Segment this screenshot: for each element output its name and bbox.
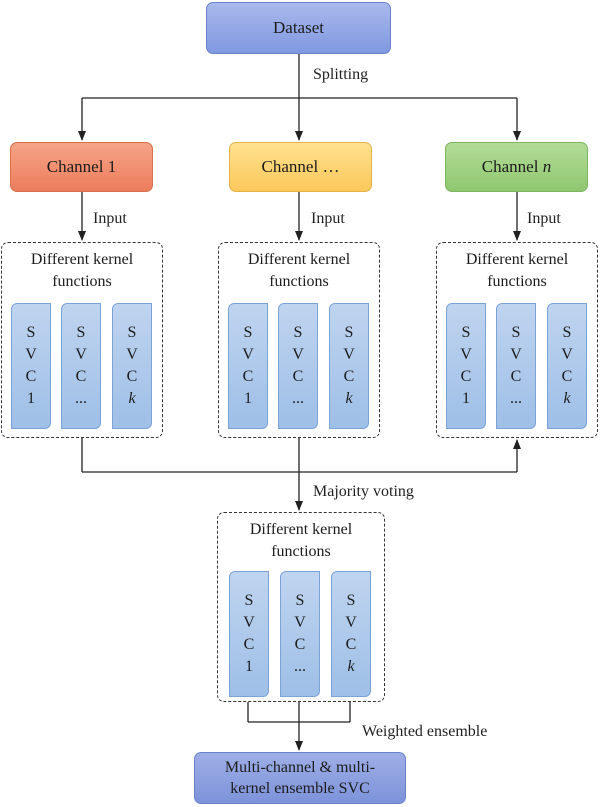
majority-voting-label: Majority voting <box>313 483 414 500</box>
channel-1-node: Channel 1 <box>10 142 153 192</box>
ensemble-svc-node: Multi-channel & multi-kernel ensemble SV… <box>194 752 406 804</box>
input-label-2: Input <box>311 210 345 227</box>
channel-middle-node: Channel … <box>229 142 372 192</box>
ensemble-svc-label: Multi-channel & multi-kernel ensemble SV… <box>224 759 376 797</box>
input-label-1: Input <box>93 210 127 227</box>
dataset-node: Dataset <box>206 2 391 54</box>
channel-n-node: Channel n <box>445 142 588 192</box>
channel-n-label: Channel n <box>481 157 552 176</box>
channel-1-label: Channel 1 <box>46 157 117 176</box>
channel-middle-label: Channel … <box>261 157 340 176</box>
weighted-ensemble-label: Weighted ensemble <box>362 723 488 740</box>
splitting-label: Splitting <box>313 66 369 83</box>
input-label-3: Input <box>527 210 561 227</box>
dataset-label: Dataset <box>273 18 324 37</box>
